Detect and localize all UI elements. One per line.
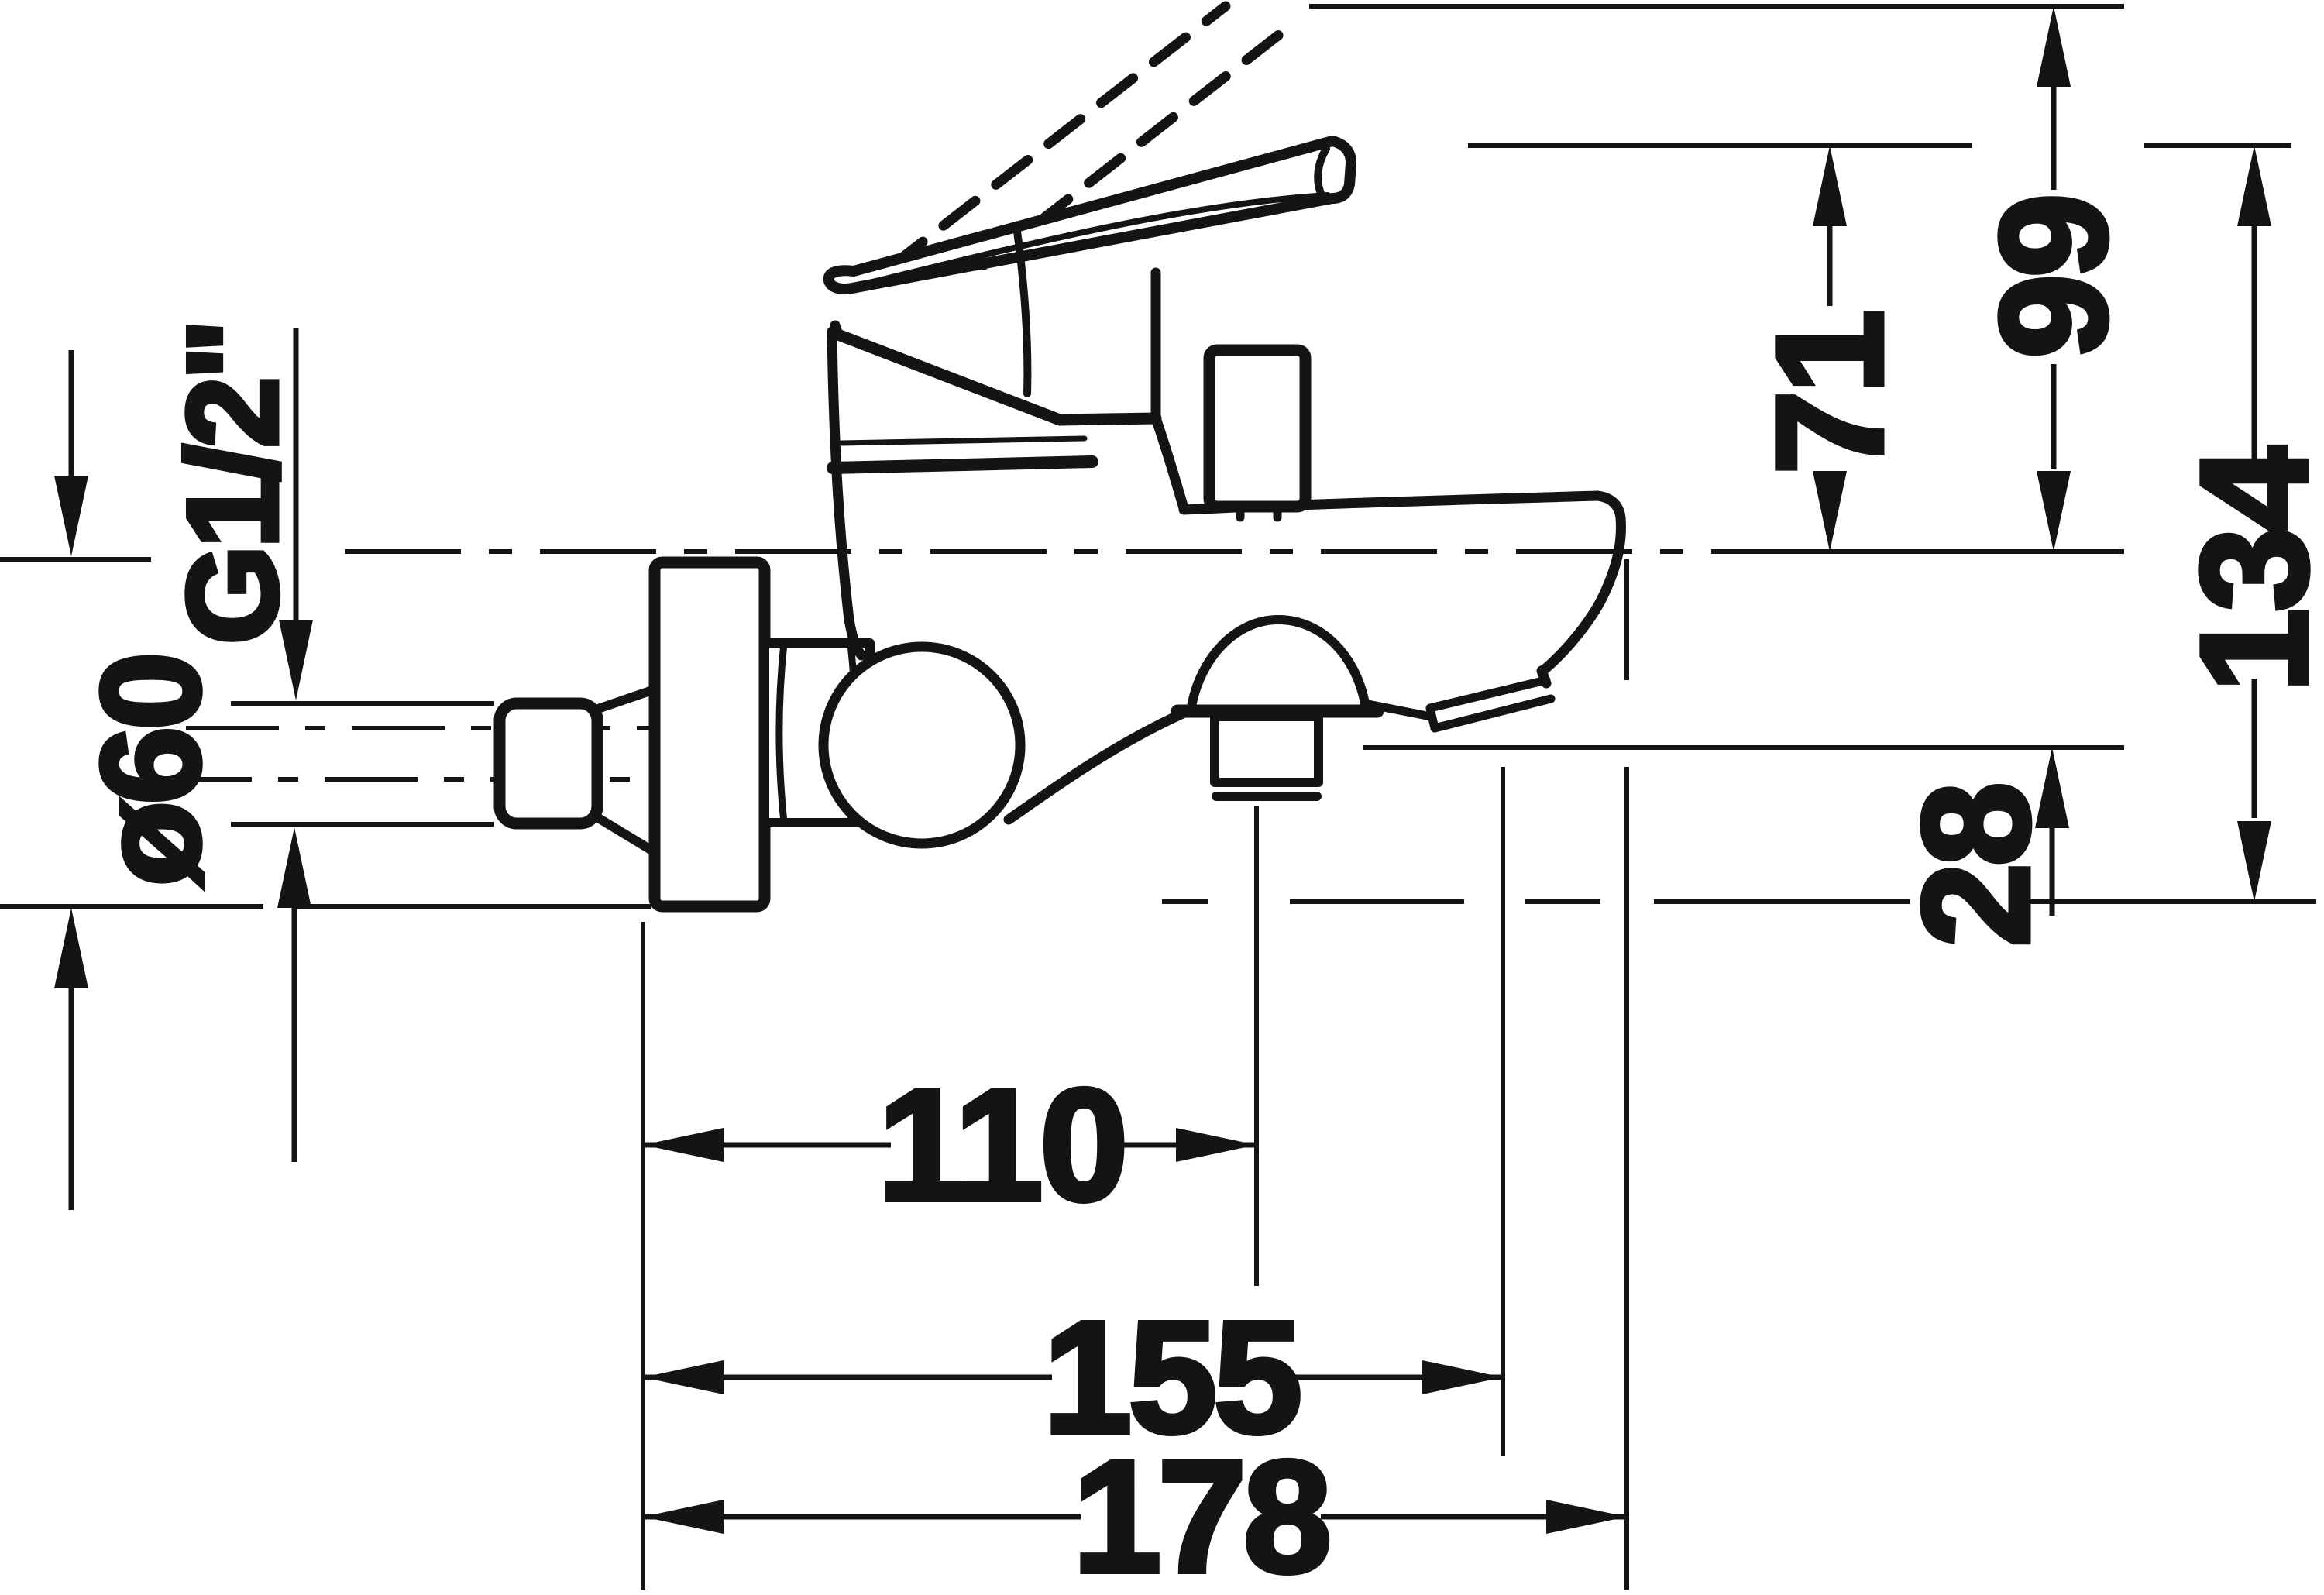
dimension-wall-to-outlet: 110 [643,1054,1257,1236]
hand-shower-outlet-icon [1171,615,1384,801]
dimension-height-body: 71 [1743,146,1917,552]
arrow-up-icon [2035,748,2069,828]
dimension-thread-size: G1/2" [159,320,313,1162]
arrow-right-icon [1176,1128,1257,1162]
height-lever-label: 99 [1969,197,2138,359]
dimension-outlet-drop: 28 [1889,748,2069,950]
arrow-up-icon [54,908,88,988]
spout-projection-label: 178 [1073,1428,1329,1595]
arrow-down-icon [1813,471,1847,552]
tailpiece-connector-icon [493,697,603,830]
spout-icon [1178,490,1626,720]
arrow-down-icon [2237,821,2271,902]
dimension-wall-to-aerator: 155 [643,1286,1503,1469]
arrow-right-icon [1422,1360,1503,1394]
arrow-left-icon [643,1500,724,1534]
spout-underside-curve [1003,704,1197,825]
aerator-outlet-icon [1425,675,1556,733]
overall-height-label: 134 [2170,447,2324,693]
body-column-icon [827,326,1189,661]
arrow-down-icon [279,620,313,700]
height-body-label: 71 [1745,313,1914,475]
dimensions: G1/2" ø60 110 155 178 [54,6,2324,1595]
thread-size-label: G1/2" [161,322,304,645]
arrow-up-icon [1813,146,1847,226]
dimension-overall-height: 134 [2168,146,2324,902]
dimension-flange-diameter: ø60 [54,350,232,1210]
dimension-spout-projection: 178 [643,1425,1627,1595]
arrow-up-icon [2037,6,2071,87]
lever-handle-icon [823,136,1356,397]
arrow-left-icon [643,1360,724,1394]
wall-flange-icon [648,556,771,913]
outlet-drop-label: 28 [1892,785,2061,947]
arrow-up-icon [277,827,311,908]
diverter-knob-icon [1203,344,1312,522]
arrow-down-icon [54,476,88,556]
valve-body-sphere-icon [818,641,1026,849]
arrow-left-icon [643,1128,724,1162]
tailpiece-cone-icon [591,685,659,857]
wall-to-outlet-label: 110 [878,1057,1126,1234]
dimension-height-lever: 99 [1967,6,2141,552]
handle-base-icon [830,267,1162,426]
faucet-drawing [493,1,1626,913]
open-lever-front-edge [1012,222,1032,397]
flange-diameter-label: ø60 [74,655,229,886]
arrow-down-icon [2037,471,2071,552]
wall-to-aerator-label: 155 [1043,1289,1299,1466]
arrow-right-icon [1546,1500,1627,1534]
arrow-up-icon [2237,146,2271,226]
